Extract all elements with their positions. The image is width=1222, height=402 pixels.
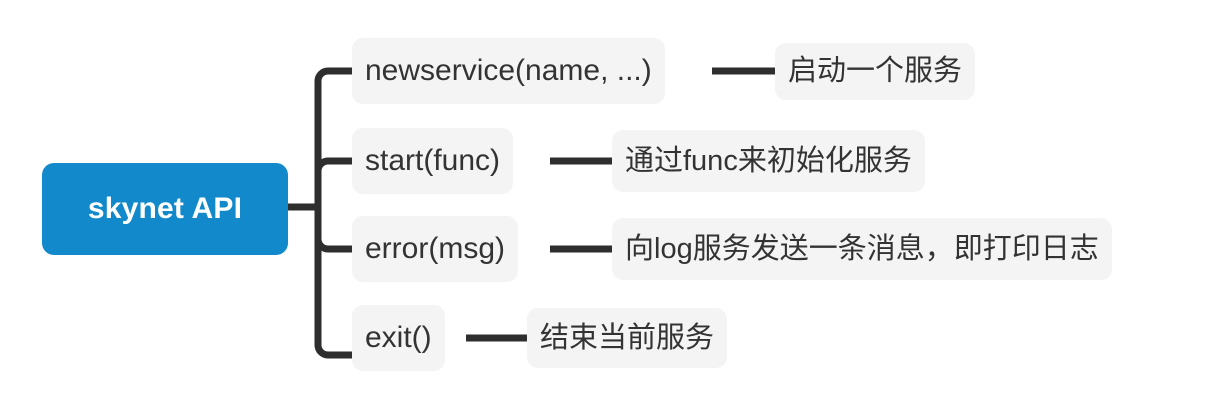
description-node-newservice[interactable]: 启动一个服务 — [775, 43, 976, 100]
branch-elbow-4 — [314, 344, 356, 359]
api-node-label: start(func) — [365, 144, 501, 177]
api-node-newservice[interactable]: newservice(name, ...) — [352, 38, 665, 104]
description-node-label: 向log服务发送一条消息，即打印日志 — [625, 232, 1099, 265]
description-node-error[interactable]: 向log服务发送一条消息，即打印日志 — [612, 218, 1112, 280]
branch-elbow-1 — [314, 67, 356, 82]
root-node-skynet-api[interactable]: skynet API — [42, 163, 288, 255]
description-node-start[interactable]: 通过func来初始化服务 — [612, 130, 925, 192]
description-node-label: 启动一个服务 — [788, 55, 963, 87]
description-node-exit[interactable]: 结束当前服务 — [527, 308, 728, 368]
api-node-start[interactable]: start(func) — [352, 128, 514, 194]
branch-elbow-3 — [314, 238, 356, 253]
description-node-label: 结束当前服务 — [540, 321, 715, 354]
root-node-label: skynet API — [87, 192, 243, 225]
branch-elbow-2 — [314, 157, 356, 172]
description-node-label: 通过func来初始化服务 — [625, 144, 912, 177]
api-node-error[interactable]: error(msg) — [352, 216, 518, 282]
api-node-label: exit() — [365, 321, 432, 354]
api-node-exit[interactable]: exit() — [352, 305, 445, 371]
api-node-label: newservice(name, ...) — [365, 54, 652, 87]
api-node-label: error(msg) — [365, 232, 505, 265]
